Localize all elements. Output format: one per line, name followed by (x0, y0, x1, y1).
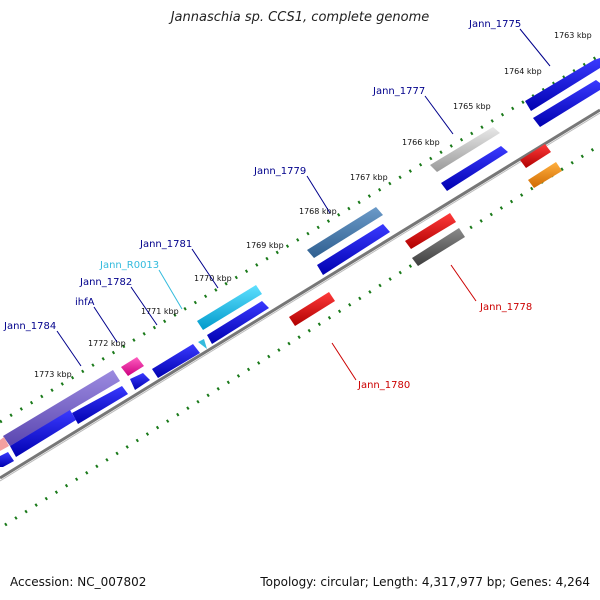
cds-ihfa[interactable] (130, 373, 150, 390)
feature-pink-gene[interactable] (121, 357, 144, 376)
kbp-label-1764: 1764 kbp (504, 67, 542, 76)
backbone-line (0, 108, 600, 480)
feature-jann-1780[interactable] (289, 292, 335, 326)
cds-edge[interactable] (0, 452, 14, 467)
leader-lines (56, 28, 551, 381)
kbp-label-1765: 1765 kbp (453, 102, 491, 111)
kbp-label-1763: 1763 kbp (554, 31, 592, 40)
feature-jann-1778[interactable] (405, 213, 456, 249)
kbp-label-1768: 1768 kbp (299, 207, 337, 216)
gene-label-jann-1781[interactable]: Jann_1781 (139, 239, 192, 250)
gene-label-jann-1775[interactable]: Jann_1775 (468, 19, 521, 30)
cds-jann-r0013[interactable] (198, 339, 207, 349)
feature-jann-1781[interactable] (197, 285, 262, 330)
gene-label-jann-1780[interactable]: Jann_1780 (357, 380, 410, 391)
kbp-label-1766: 1766 kbp (402, 138, 440, 147)
cds-jann-1784[interactable] (72, 386, 128, 424)
gene-label-jann-1778[interactable]: Jann_1778 (479, 302, 532, 313)
feature-jann-1777[interactable] (430, 127, 500, 172)
cds-jann-1779[interactable] (317, 224, 390, 275)
feature-salmon-gene[interactable] (0, 437, 9, 451)
gene-label-jann-r0013[interactable]: Jann_R0013 (99, 260, 159, 271)
kbp-label-1773: 1773 kbp (34, 370, 72, 379)
outer-tick-row (0, 53, 600, 424)
kbp-label-1769: 1769 kbp (246, 241, 284, 250)
feature-jann-1779[interactable] (307, 207, 383, 258)
feature-jann-1775[interactable] (525, 58, 600, 111)
feature-jann-1778-dark[interactable] (412, 228, 465, 266)
topology-text: Topology: circular; Length: 4,317,977 bp… (260, 575, 590, 589)
accession-text: Accession: NC_007802 (10, 575, 147, 589)
feature-red-right[interactable] (520, 144, 551, 168)
feature-jann-1784[interactable] (3, 370, 120, 446)
kbp-label-1767: 1767 kbp (350, 173, 388, 182)
gene-label-ihfa[interactable]: ihfA (75, 297, 95, 308)
inner-tick-row (4, 143, 600, 527)
cds-jann-1785[interactable] (10, 410, 76, 457)
gene-label-jann-1779[interactable]: Jann_1779 (253, 166, 306, 177)
cds-jann-1777[interactable] (441, 146, 508, 191)
backbone-line-shadow (0, 112, 600, 482)
kbp-label-1770: 1770 kbp (194, 274, 232, 283)
gene-label-jann-1784[interactable]: Jann_1784 (3, 321, 56, 332)
cds-jann-1782[interactable] (152, 344, 200, 378)
gene-label-jann-1782[interactable]: Jann_1782 (79, 277, 132, 288)
kbp-label-1772: 1772 kbp (88, 339, 126, 348)
kbp-label-1771: 1771 kbp (141, 307, 179, 316)
map-title: Jannaschia sp. CCS1, complete genome (170, 10, 430, 25)
gene-label-jann-1777[interactable]: Jann_1777 (372, 86, 425, 97)
cds-jann-1775[interactable] (533, 80, 600, 127)
feature-orange-right[interactable] (528, 162, 562, 188)
cds-jann-1781[interactable] (207, 301, 269, 344)
